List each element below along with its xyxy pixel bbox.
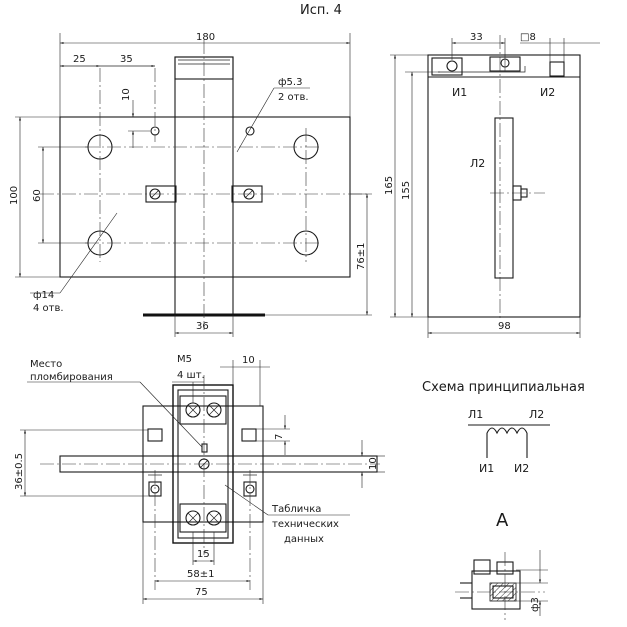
- plate-callout-line1: Табличка: [271, 504, 321, 515]
- dim-33: 33: [470, 32, 483, 43]
- dim-36-05: 36±0.5: [14, 453, 25, 490]
- big-hole-count: 4 отв.: [33, 303, 64, 314]
- screw-count: 4 шт.: [177, 370, 205, 381]
- dim-100: 100: [9, 186, 20, 205]
- big-hole-dia: ф14: [33, 290, 54, 301]
- dim-76: 76±1: [356, 243, 367, 270]
- side-label-i1: И1: [452, 86, 467, 99]
- side-label-i2: И2: [540, 86, 555, 99]
- dim-155: 155: [401, 181, 412, 200]
- dim-165: 165: [384, 176, 395, 195]
- variant-title: Исп. 4: [300, 3, 342, 18]
- small-hole-dia: ф5.3: [278, 77, 302, 88]
- front-housing-plate: [59, 116, 351, 278]
- side-housing: [427, 54, 581, 318]
- schematic-l1: Л1: [468, 408, 483, 421]
- dim-10-right: 10: [368, 457, 379, 470]
- front-view: 180 25 35 10 ф5.3 2 отв. 100 60 76±1: [9, 32, 372, 337]
- dim-25: 25: [73, 54, 86, 65]
- schematic-coil: [486, 427, 528, 435]
- side-busbar: [494, 117, 514, 279]
- plate-callout-line2: технических: [272, 519, 339, 530]
- small-hole-right: [245, 126, 255, 136]
- detail-title: А: [496, 510, 509, 531]
- side-label-l2: Л2: [470, 157, 485, 170]
- dim-35: 35: [120, 54, 133, 65]
- top-view: Место пломбирования М5 4 шт. 10 7 36±0.5…: [14, 354, 385, 604]
- dim-10-small: 10: [121, 88, 132, 101]
- dim-36: 36: [196, 321, 209, 332]
- schematic-i1: И1: [479, 462, 494, 475]
- dim-180: 180: [196, 32, 215, 43]
- schematic-l2: Л2: [529, 408, 544, 421]
- dim-60: 60: [32, 189, 43, 202]
- dim-15: 15: [197, 549, 210, 560]
- dim-10-top: 10: [242, 355, 255, 366]
- screw-size: М5: [177, 354, 192, 365]
- dim-75: 75: [195, 587, 208, 598]
- seal-callout-line2: пломбирования: [30, 372, 113, 383]
- schematic-title: Схема принципиальная: [422, 380, 585, 395]
- dim-square8: □8: [520, 32, 536, 43]
- dim-58: 58±1: [187, 569, 214, 580]
- schematic: Схема принципиальная Л1 Л2 И1 И2: [422, 380, 585, 475]
- seal-callout-line1: Место: [30, 359, 62, 370]
- side-view: И1 И2 Л2 33 □8 165 155 98: [384, 32, 600, 338]
- dim-7: 7: [274, 434, 285, 440]
- small-hole-count: 2 отв.: [278, 92, 309, 103]
- dim-98: 98: [498, 321, 511, 332]
- plate-callout-line3: данных: [284, 534, 324, 545]
- detail-dia: ф3: [530, 597, 541, 612]
- detail-a: А ф3: [455, 510, 548, 620]
- schematic-i2: И2: [514, 462, 529, 475]
